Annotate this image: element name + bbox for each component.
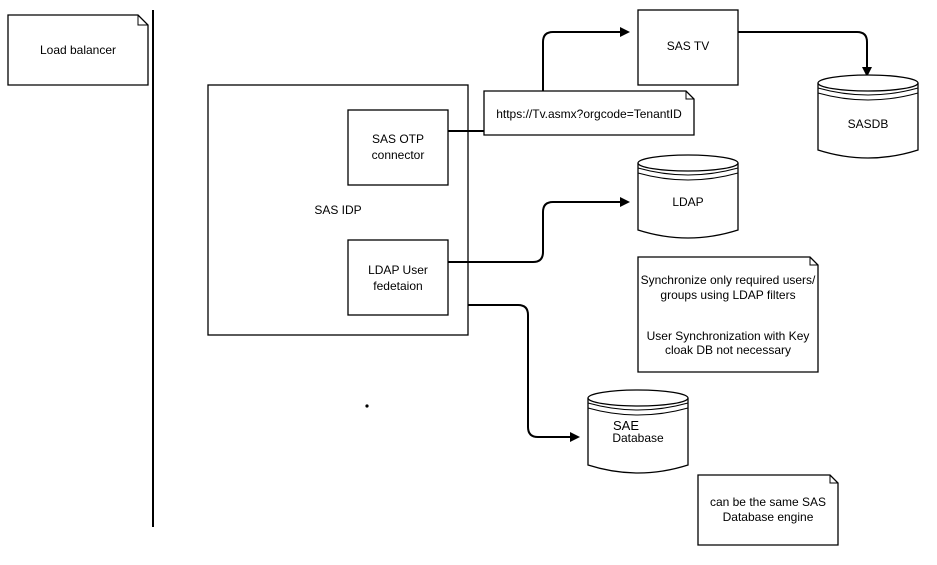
sync-note-line5: cloak DB not necessary (665, 343, 791, 357)
sync-note-line4: User Synchronization with Key (647, 329, 810, 343)
url-note-label: https://Tv.asmx?orgcode=TenantID (496, 107, 682, 121)
ldap-cylinder[interactable]: LDAP (637, 154, 739, 239)
engine-note-line1: can be the same SAS (710, 495, 826, 509)
engine-note-line2: Database engine (723, 510, 814, 524)
stray-dot (365, 404, 369, 408)
url-note[interactable]: https://Tv.asmx?orgcode=TenantID (483, 90, 695, 136)
ldap-user-federation-label-line2: fedetaion (373, 279, 422, 293)
sync-note-line2: groups using LDAP filters (660, 288, 795, 302)
sae-database-label-line1: SAE (613, 418, 639, 433)
sas-tv-label: SAS TV (667, 39, 709, 53)
edge-federation-to-sae-database (468, 304, 580, 442)
sas-idp-label: SAS IDP (314, 203, 361, 217)
sas-tv-box[interactable]: SAS TV (637, 9, 739, 86)
ldap-label: LDAP (672, 195, 703, 209)
load-balancer-label: Load balancer (40, 43, 116, 57)
edge-sas-tv-to-sasdb (738, 31, 872, 77)
sas-otp-connector-box[interactable]: SAS OTP connector (347, 109, 449, 186)
sas-otp-connector-label-line1: SAS OTP (372, 132, 424, 146)
sync-note[interactable]: Synchronize only required users/ groups … (637, 256, 819, 373)
load-balancer-note[interactable]: Load balancer (7, 14, 149, 86)
sae-database-label-line2: Database (612, 431, 664, 445)
engine-note[interactable]: can be the same SAS Database engine (697, 474, 839, 546)
sasdb-label: SASDB (848, 117, 889, 131)
sas-otp-connector-label-line2: connector (372, 148, 425, 162)
edge-federation-to-ldap (448, 197, 630, 263)
sae-database-cylinder[interactable]: SAE Database (587, 389, 689, 474)
edge-url-to-sas-tv (542, 27, 630, 91)
ldap-user-federation-box[interactable]: LDAP User fedetaion (347, 239, 449, 316)
ldap-user-federation-label-line1: LDAP User (368, 263, 428, 277)
sasdb-cylinder[interactable]: SASDB (817, 74, 919, 159)
sync-note-line1: Synchronize only required users/ (641, 273, 816, 287)
